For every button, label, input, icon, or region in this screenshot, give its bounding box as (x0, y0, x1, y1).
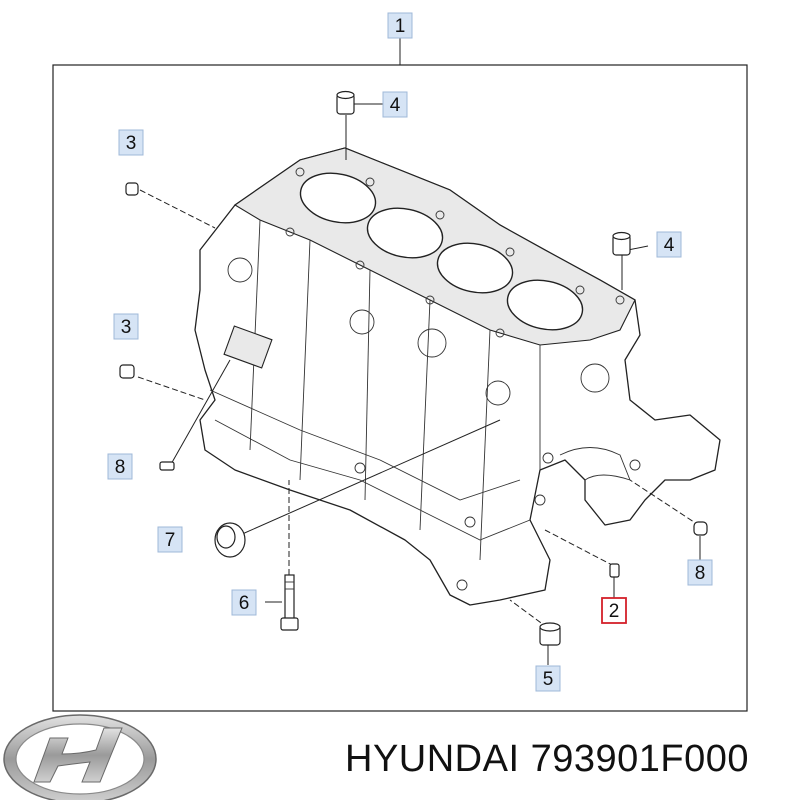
callout-1[interactable]: 1 (387, 12, 413, 39)
callout-8-left[interactable]: 8 (107, 453, 133, 480)
callout-5[interactable]: 5 (535, 665, 561, 692)
callout-3-lower[interactable]: 3 (113, 313, 139, 340)
svg-text:3: 3 (126, 133, 137, 154)
pin-2 (609, 563, 620, 578)
callout-7[interactable]: 7 (157, 526, 183, 553)
svg-text:8: 8 (695, 563, 706, 584)
callout-4-top[interactable]: 4 (382, 91, 408, 118)
dowel-pin-3-lower (119, 364, 135, 379)
brand-name: HYUNDAI (345, 738, 520, 780)
callout-4-right[interactable]: 4 (656, 231, 682, 258)
plug-8-right (693, 521, 708, 536)
dowel-pin-4-top (336, 90, 355, 115)
svg-text:2: 2 (609, 601, 620, 622)
callout-6[interactable]: 6 (231, 589, 257, 616)
bolt-6 (280, 574, 299, 631)
svg-text:6: 6 (239, 593, 250, 614)
callout-3-upper[interactable]: 3 (118, 129, 144, 156)
plug-8-left (159, 461, 175, 471)
svg-text:3: 3 (121, 317, 132, 338)
svg-text:8: 8 (115, 457, 126, 478)
svg-text:1: 1 (395, 16, 406, 37)
part-caption: HYUNDAI 793901F000 (345, 738, 749, 781)
oil-seal-7 (214, 522, 246, 558)
cylinder-block (194, 147, 721, 606)
svg-text:4: 4 (390, 95, 401, 116)
svg-text:4: 4 (664, 235, 675, 256)
bushing-5 (539, 622, 561, 646)
leader-lines (137, 38, 701, 665)
dowel-pin-4-right (612, 231, 631, 256)
part-number: 793901F000 (530, 738, 750, 780)
svg-text:5: 5 (543, 669, 554, 690)
callout-8-right[interactable]: 8 (687, 559, 713, 586)
svg-text:7: 7 (165, 530, 176, 551)
dowel-pin-3-upper (125, 182, 139, 196)
callout-2-highlighted[interactable]: 2 (601, 597, 627, 624)
hyundai-logo-icon (3, 714, 157, 800)
